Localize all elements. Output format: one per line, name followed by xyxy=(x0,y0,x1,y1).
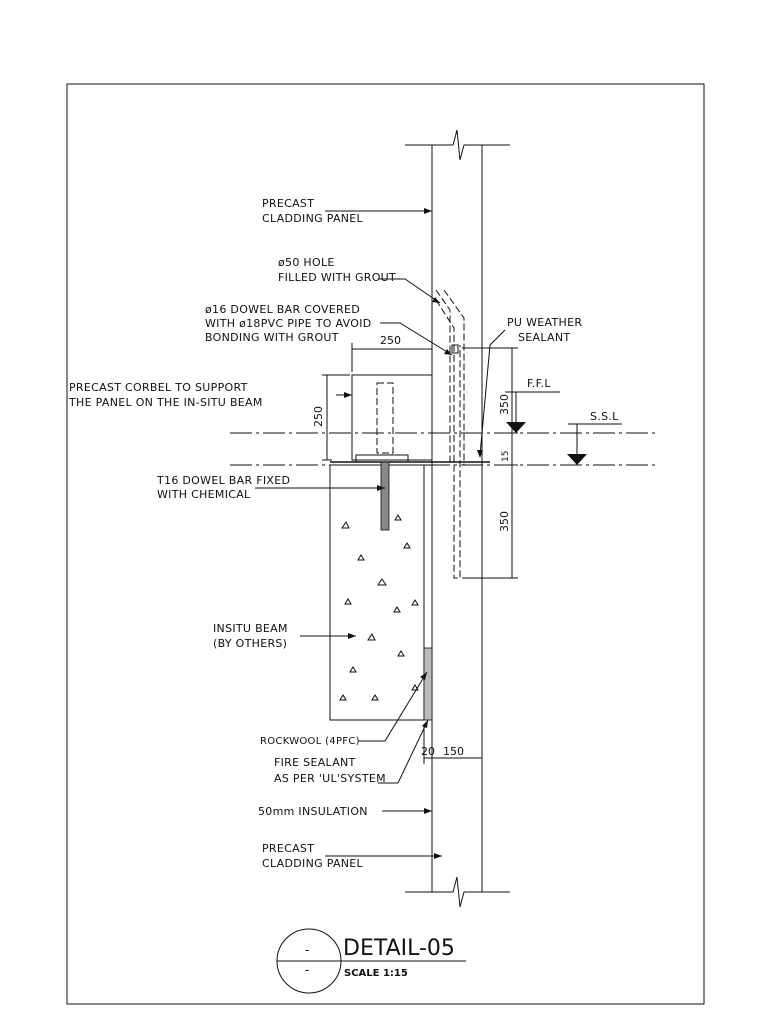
label-insitu-2: (BY OTHERS) xyxy=(213,637,287,650)
dim-bottom-20: 20 xyxy=(421,745,435,758)
label-pu-1: PU WEATHER xyxy=(507,316,582,329)
precast-panel xyxy=(405,129,510,908)
annotation-labels: PRECAST CLADDING PANEL ø50 HOLE FILLED W… xyxy=(68,197,619,870)
label-fire-2: AS PER 'UL'SYSTEM xyxy=(274,772,386,785)
dim-upper-350: 350 xyxy=(498,394,511,415)
label-dowel-1: ø16 DOWEL BAR COVERED xyxy=(205,303,360,316)
label-hole-2: FILLED WITH GROUT xyxy=(278,271,396,284)
detail-title: DETAIL-05 xyxy=(343,936,455,961)
dimension-labels: 250 250 350 15 350 20 150 xyxy=(312,334,511,758)
dim-corbel-width: 250 xyxy=(380,334,401,347)
label-insitu-1: INSITU BEAM xyxy=(213,622,288,635)
leader-lines xyxy=(255,208,506,859)
dim-corbel-height: 250 xyxy=(312,406,325,427)
label-insulation: 50mm INSULATION xyxy=(258,805,368,818)
ssl-marker xyxy=(567,423,622,465)
label-ssl: S.S.L xyxy=(590,410,619,423)
dim-lower-350: 350 xyxy=(498,511,511,532)
ffl-marker xyxy=(505,391,560,433)
dim-bottom-150: 150 xyxy=(443,745,464,758)
label-cladding-bot-1: PRECAST xyxy=(262,842,314,855)
label-hole-1: ø50 HOLE xyxy=(278,256,335,269)
label-corbel-2: THE PANEL ON THE IN-SITU BEAM xyxy=(68,396,263,409)
label-pu-2: SEALANT xyxy=(518,331,570,344)
detail-ref-top: - xyxy=(305,943,309,957)
dim-gap-15: 15 xyxy=(501,451,511,462)
label-dowel-3: BONDING WITH GROUT xyxy=(205,331,339,344)
break-mark-bottom xyxy=(405,876,510,908)
label-rockwool: ROCKWOOL (4PFC) xyxy=(260,736,360,747)
label-fire-1: FIRE SEALANT xyxy=(274,756,356,769)
break-mark-top xyxy=(405,129,510,161)
rockwool-strip xyxy=(423,647,433,721)
precast-corbel xyxy=(351,374,433,463)
label-ffl: F.F.L xyxy=(527,377,551,390)
label-dowel-2: WITH ø18PVC PIPE TO AVOID xyxy=(205,317,372,330)
t16-dowel-bar xyxy=(380,461,390,531)
label-cladding-bot-2: CLADDING PANEL xyxy=(262,857,364,870)
label-cladding-top-2: CLADDING PANEL xyxy=(262,212,364,225)
label-corbel-1: PRECAST CORBEL TO SUPPORT xyxy=(69,381,248,394)
sheet-border xyxy=(66,83,705,1005)
label-cladding-top-1: PRECAST xyxy=(262,197,314,210)
dimension-lines xyxy=(322,343,518,764)
grout-hole xyxy=(435,289,465,579)
detail-scale: SCALE 1:15 xyxy=(344,968,408,979)
detail-title-block: - - DETAIL-05 SCALE 1:15 xyxy=(276,928,466,994)
label-t16-1: T16 DOWEL BAR FIXED xyxy=(156,474,290,487)
label-t16-2: WITH CHEMICAL xyxy=(157,488,251,501)
detail-ref-bottom: - xyxy=(305,963,309,977)
insitu-beam xyxy=(329,461,428,721)
